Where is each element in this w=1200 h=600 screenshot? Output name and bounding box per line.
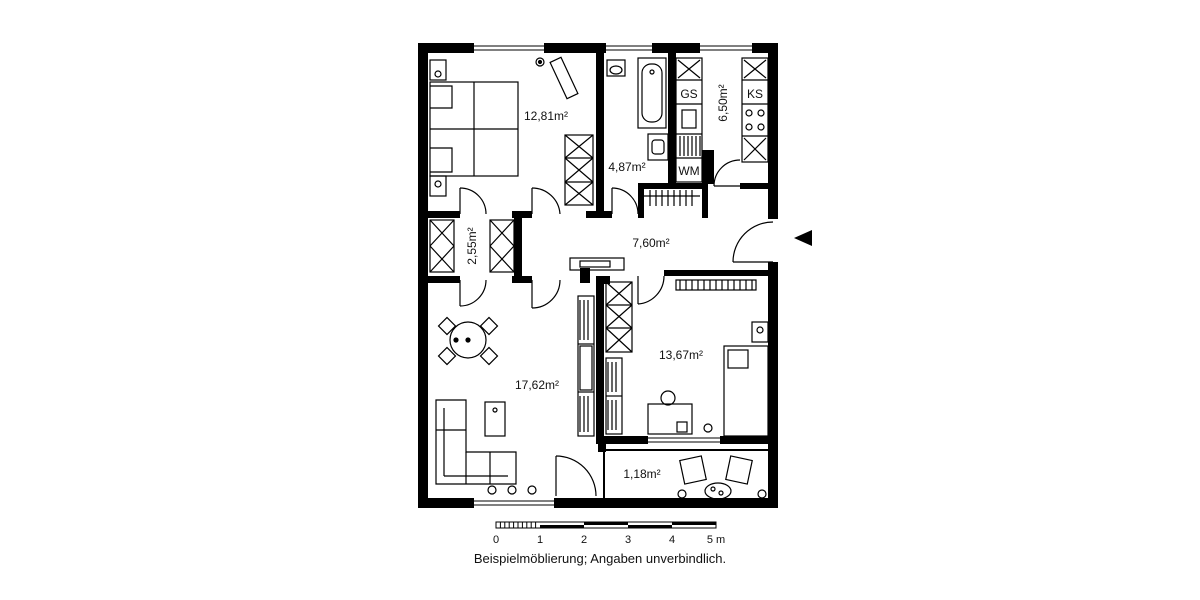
radiator-room2 xyxy=(675,279,757,291)
door-kitchen xyxy=(713,159,741,187)
disclaimer: Beispielmöblierung; Angaben unverbindlic… xyxy=(473,551,727,566)
double-bed xyxy=(429,81,519,177)
scale-tick-4: 4 xyxy=(669,534,675,546)
area-bath: 4,87m² xyxy=(608,160,645,174)
shelf-left xyxy=(429,219,455,273)
door-balcony xyxy=(555,455,597,497)
kitchen-right-counter xyxy=(741,57,769,163)
door-entrance xyxy=(732,221,774,263)
area-living: 17,62m² xyxy=(515,378,559,392)
balcony-plants xyxy=(677,489,767,499)
balcony-table xyxy=(704,482,732,500)
washbasin xyxy=(647,133,669,161)
interior-walls xyxy=(418,43,778,452)
shelf-room2 xyxy=(605,357,623,435)
scale-tick-0: 0 xyxy=(493,534,499,546)
area-bedroom: 12,81m² xyxy=(524,109,568,123)
corner-sofa xyxy=(435,399,517,485)
bedroom-furniture xyxy=(429,56,594,206)
scale-bar-fine-segments xyxy=(499,522,537,528)
window-living xyxy=(474,498,554,508)
scale-bar-segment-3 xyxy=(628,525,672,528)
scale-tick-2: 2 xyxy=(581,534,587,546)
balcony-chair-right xyxy=(725,455,753,485)
desk-slanted xyxy=(549,56,579,100)
door-storage-top xyxy=(459,187,487,215)
wardrobe-bedroom xyxy=(564,134,594,206)
door-bedroom xyxy=(531,187,561,215)
wm-label: WM xyxy=(678,164,699,178)
kitchen-left-counter xyxy=(675,57,703,183)
doors xyxy=(459,159,774,497)
area-storage: 2,55m² xyxy=(465,227,479,264)
storage-furniture xyxy=(429,219,515,273)
area-balcony: 1,18m² xyxy=(623,467,660,481)
single-bed xyxy=(723,345,769,437)
entrance-arrow-icon xyxy=(794,230,812,246)
living-furniture xyxy=(435,295,595,495)
plants-living xyxy=(487,485,537,495)
scale-tick-3: 3 xyxy=(625,534,631,546)
window-kitchen xyxy=(700,43,752,53)
plant-bedroom xyxy=(535,57,545,67)
balcony-chair-left xyxy=(679,455,707,485)
plant-room2 xyxy=(703,423,713,433)
door-bath xyxy=(611,187,639,215)
windows xyxy=(474,43,752,508)
area-hall: 7,60m² xyxy=(632,236,669,250)
balcony-furniture xyxy=(677,455,767,500)
scale-bar-segment-4 xyxy=(672,522,716,525)
balcony-outline xyxy=(603,449,773,501)
nightstand-bottom xyxy=(429,175,447,197)
area-room2: 13,67m² xyxy=(659,348,703,362)
bath-furniture xyxy=(606,57,669,161)
scale-bar: 0 1 2 3 4 5 m xyxy=(493,521,725,546)
kitchen-furniture xyxy=(644,57,769,206)
coffee-table xyxy=(484,401,506,437)
coat-rack xyxy=(644,190,700,206)
tv-unit xyxy=(577,295,595,437)
nightstand-top xyxy=(429,59,447,81)
area-kitchen: 6,50m² xyxy=(716,84,730,121)
gs-label: GS xyxy=(680,87,697,101)
nightstand-room2 xyxy=(751,321,769,343)
dining-table xyxy=(437,316,499,366)
scale-tick-1: 1 xyxy=(537,534,543,546)
hall-furniture xyxy=(569,257,625,271)
hall-bench xyxy=(569,257,625,271)
desk-room2 xyxy=(647,390,693,435)
scale-tick-5: 5 m xyxy=(707,534,725,546)
scale-bar-segment-2 xyxy=(584,522,628,525)
shelf-right xyxy=(489,219,515,273)
ks-label: KS xyxy=(747,87,763,101)
door-storage-bottom xyxy=(459,279,487,307)
bathtub xyxy=(637,57,667,129)
door-living xyxy=(531,279,561,309)
window-room2 xyxy=(648,437,720,443)
wardrobe-room2 xyxy=(605,281,633,353)
toilet xyxy=(606,59,626,77)
scale-bar-segment-1 xyxy=(540,525,584,528)
window-bedroom xyxy=(474,43,544,53)
room2-furniture xyxy=(605,279,769,437)
door-room2 xyxy=(637,275,665,305)
window-bath xyxy=(606,43,652,53)
